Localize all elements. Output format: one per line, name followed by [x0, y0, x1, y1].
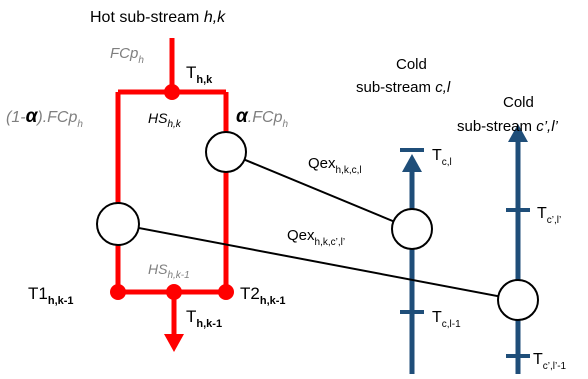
t-hk-label: Th,k [186, 63, 213, 86]
hot-outlet-arrowhead [164, 334, 184, 352]
fcp-inlet-label: FCph [110, 45, 144, 66]
exchanger-right-branch[interactable] [205, 131, 247, 173]
qex-hkcl-label: Qexh,k,c,l [308, 155, 362, 176]
hot-mix-node [166, 284, 182, 300]
exchanger-cold-cpl[interactable] [497, 279, 539, 321]
hs-hk-label: HSh,k [148, 110, 182, 130]
t2-hk1-label: T2h,k-1 [240, 284, 286, 307]
t1-hk1-label: T1h,k-1 [28, 284, 74, 307]
hot-t2-node [218, 284, 234, 300]
hot-stream-title: Hot sub-stream h,k [90, 9, 226, 26]
t-hk1-label: Th,k-1 [186, 307, 222, 330]
t-cl1-label: Tc,l-1 [432, 309, 461, 330]
exchanger-cold-cl[interactable] [391, 208, 433, 250]
cold-stream-cl-title-line1: Cold [396, 56, 427, 73]
t-cpl1-label: Tc’,l’-1 [533, 351, 567, 372]
cold-stream-cpl-title-line2: sub-stream c’,l’ [457, 118, 559, 135]
t-cpl-label: Tc’,l’ [537, 205, 561, 226]
one-minus-alpha-fcp-label: (1-α).FCph [6, 106, 83, 130]
qex-hkcl-connection [225, 151, 413, 230]
cold-stream-cl-title-line2: sub-stream c,l [356, 79, 451, 96]
qex-hkcpl-connection [117, 223, 519, 301]
t-cl-label: Tc,l [432, 147, 452, 168]
hot-t1-node [110, 284, 126, 300]
cold-stream-cpl-title-line1: Cold [503, 94, 534, 111]
alpha-fcp-label: α.FCph [236, 106, 288, 130]
hot-split-node [164, 84, 180, 100]
qex-hkcpl-label: Qexh,k,c’,l’ [287, 227, 345, 248]
cold-stream-cl-arrowhead [402, 154, 422, 172]
cold-stream-cpl-arrowhead [508, 124, 528, 142]
hs-hk1-label: HSh,k-1 [148, 261, 190, 281]
exchanger-left-branch[interactable] [96, 202, 140, 246]
